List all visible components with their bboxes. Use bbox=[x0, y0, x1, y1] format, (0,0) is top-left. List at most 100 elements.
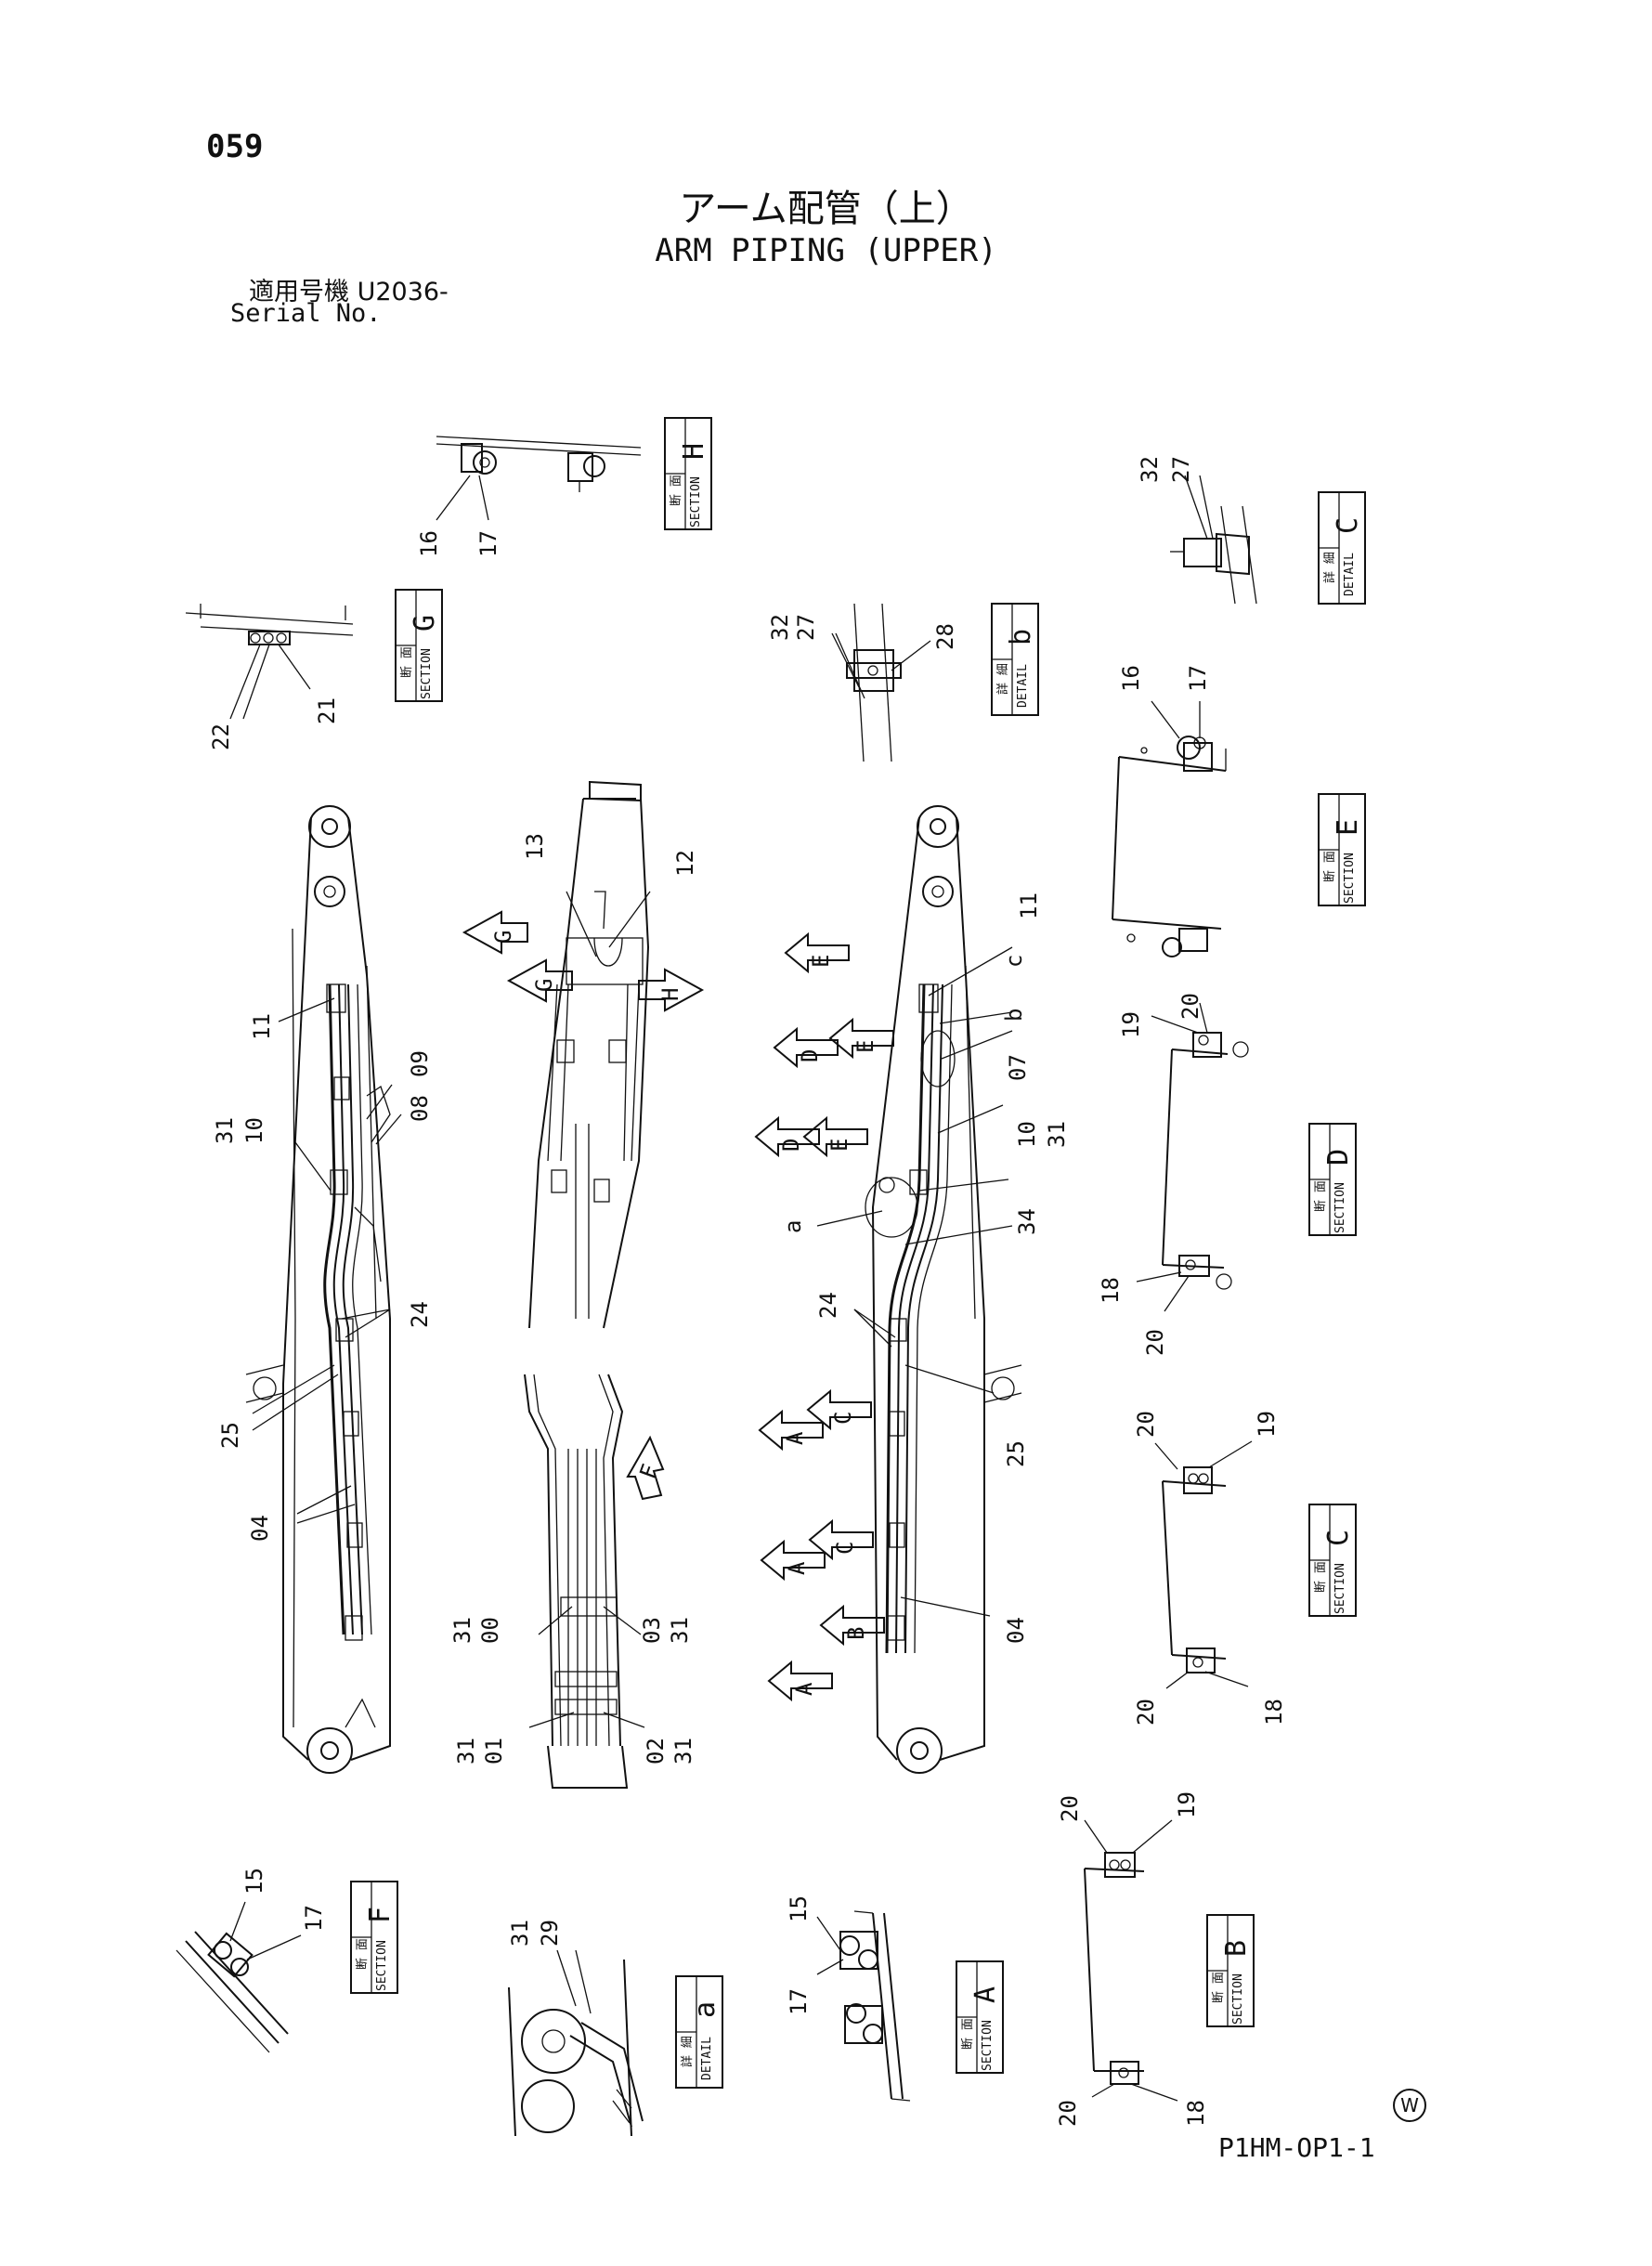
svg-text:B: B bbox=[843, 1627, 869, 1640]
page-number: 059 bbox=[206, 128, 264, 165]
svg-text:詳 細: 詳 細 bbox=[1322, 552, 1337, 583]
w-mark: W bbox=[1393, 2089, 1426, 2122]
left-arm-part-7: 25 bbox=[217, 1422, 243, 1449]
section-e-part-2: 17 bbox=[1185, 665, 1211, 692]
center-arm-part-3: 31 bbox=[449, 1617, 475, 1644]
svg-text:SECTION: SECTION bbox=[1333, 1182, 1347, 1233]
section-c-label-box: 断 面 SECTION C bbox=[1308, 1504, 1357, 1617]
center-arm-part-1: 13 bbox=[522, 833, 548, 860]
right-arrow-e-upper: E bbox=[828, 1017, 894, 1060]
left-arm-part-4: 31 bbox=[212, 1117, 238, 1144]
svg-text:断 面: 断 面 bbox=[356, 1938, 370, 1970]
section-h-part-2: 17 bbox=[475, 530, 501, 557]
right-arm-part-3: b bbox=[1001, 1009, 1027, 1022]
section-d-part-1: 19 bbox=[1118, 1011, 1144, 1038]
section-d-part-2: 20 bbox=[1177, 993, 1203, 1020]
section-d-view: 19 20 18 20 断 面 SECTION D bbox=[1098, 993, 1357, 1356]
center-arm-part-9: 02 bbox=[643, 1738, 669, 1765]
right-arm-part-2: c bbox=[1001, 955, 1027, 968]
svg-text:DETAIL: DETAIL bbox=[700, 2037, 714, 2080]
svg-text:C: C bbox=[832, 1542, 858, 1555]
svg-text:SECTION: SECTION bbox=[375, 1940, 389, 1991]
section-a-view: 15 17 断 面 SECTION A bbox=[786, 1895, 1004, 2102]
center-arm-part-2: 12 bbox=[672, 850, 698, 877]
left-arm-part-5: 10 bbox=[241, 1117, 267, 1144]
svg-text:詳 細: 詳 細 bbox=[995, 663, 1010, 695]
left-arm-part-3: 08 bbox=[407, 1095, 433, 1122]
svg-text:断 面: 断 面 bbox=[1212, 1972, 1226, 2003]
svg-text:D: D bbox=[1322, 1149, 1355, 1166]
left-arm-part-6: 24 bbox=[407, 1301, 433, 1328]
section-e-label-box: 断 面 SECTION E bbox=[1318, 793, 1366, 906]
right-arrow-e-top: E bbox=[784, 931, 850, 974]
section-c-part-1: 20 bbox=[1133, 1411, 1159, 1438]
right-arm-part-6: 31 bbox=[1044, 1121, 1070, 1148]
right-arrow-a-lower: A bbox=[767, 1660, 833, 1702]
section-b-label-box: 断 面 SECTION B bbox=[1206, 1914, 1255, 2027]
section-a-label-box: 断 面 SECTION A bbox=[956, 1960, 1004, 2074]
svg-text:断 面: 断 面 bbox=[670, 475, 683, 506]
drawing-code: P1HM-OP1-1 bbox=[1218, 2132, 1375, 2163]
section-c-part-2: 19 bbox=[1254, 1411, 1280, 1438]
svg-text:SECTION: SECTION bbox=[1343, 853, 1357, 904]
center-arm-part-10: 31 bbox=[670, 1738, 696, 1765]
section-f-part-1: 15 bbox=[241, 1868, 267, 1895]
detail-c-part-2: 27 bbox=[1168, 456, 1194, 483]
right-arm-view: E D E D E A C A bbox=[754, 805, 1070, 1774]
section-c-part-3: 20 bbox=[1133, 1699, 1159, 1726]
right-arm-part-5: 10 bbox=[1014, 1121, 1040, 1148]
detail-b-label-box: 詳 細 DETAIL b bbox=[991, 603, 1039, 716]
section-b-part-1: 20 bbox=[1057, 1795, 1083, 1822]
detail-c-part-1: 32 bbox=[1137, 456, 1163, 483]
section-g-view: 22 21 断 面 SECTION G bbox=[185, 589, 443, 750]
right-arrow-c-upper: C bbox=[806, 1388, 872, 1431]
center-arrow-g-lower: G bbox=[506, 958, 573, 1003]
svg-text:B: B bbox=[1220, 1940, 1253, 1957]
section-g-part-1: 22 bbox=[208, 723, 234, 750]
svg-text:D: D bbox=[778, 1139, 804, 1152]
section-h-label-box: 断 面 SECTION H bbox=[664, 417, 712, 530]
section-c-view: 20 19 20 18 断 面 SECTION C bbox=[1133, 1411, 1357, 1726]
svg-text:b: b bbox=[1005, 629, 1037, 645]
section-d-part-4: 20 bbox=[1142, 1329, 1168, 1356]
svg-text:F: F bbox=[364, 1907, 397, 1923]
svg-text:C: C bbox=[1322, 1530, 1355, 1546]
svg-text:G: G bbox=[490, 931, 516, 944]
center-arm-part-7: 31 bbox=[453, 1738, 479, 1765]
svg-text:E: E bbox=[852, 1040, 878, 1053]
right-arrow-d-lower: D bbox=[754, 1115, 820, 1158]
right-arm-part-7: a bbox=[780, 1220, 806, 1233]
right-arm-part-11: 04 bbox=[1003, 1617, 1029, 1644]
svg-text:C: C bbox=[830, 1412, 856, 1425]
section-b-view: 20 19 20 18 断 面 SECTION B bbox=[1055, 1791, 1255, 2127]
svg-text:SECTION: SECTION bbox=[1231, 1973, 1245, 2025]
detail-a-part-1: 31 bbox=[507, 1920, 533, 1947]
section-b-part-4: 18 bbox=[1183, 2100, 1209, 2127]
right-arrow-a-mid: A bbox=[760, 1539, 826, 1582]
section-e-part-1: 16 bbox=[1118, 665, 1144, 692]
section-a-part-1: 15 bbox=[786, 1895, 812, 1922]
right-arrow-a-upper: A bbox=[758, 1409, 824, 1452]
section-f-view: 15 17 断 面 SECTION F bbox=[176, 1868, 398, 2053]
detail-c-view: 32 27 詳 細 DETAIL C bbox=[1137, 456, 1366, 605]
section-b-part-3: 20 bbox=[1055, 2100, 1081, 2127]
svg-text:G: G bbox=[409, 615, 441, 632]
right-arrow-d-upper: D bbox=[773, 1026, 839, 1069]
section-h-part-1: 16 bbox=[416, 530, 442, 557]
section-d-part-3: 18 bbox=[1098, 1277, 1124, 1304]
left-arm-part-1: 11 bbox=[249, 1013, 275, 1040]
title-english: ARM PIPING (UPPER) bbox=[655, 232, 997, 269]
svg-text:G: G bbox=[531, 979, 557, 992]
right-arrow-e-lower: E bbox=[802, 1115, 868, 1158]
section-d-label-box: 断 面 SECTION D bbox=[1308, 1123, 1357, 1236]
svg-text:H: H bbox=[678, 443, 710, 460]
right-arm-part-10: 25 bbox=[1003, 1440, 1029, 1467]
title-japanese: アーム配管（上） bbox=[679, 188, 973, 230]
svg-text:A: A bbox=[784, 1561, 810, 1575]
right-arrow-b: B bbox=[819, 1604, 885, 1647]
detail-b-part-1: 32 bbox=[767, 614, 793, 641]
right-arm-part-1: 11 bbox=[1016, 892, 1042, 919]
right-arm-part-4: 07 bbox=[1005, 1054, 1031, 1081]
detail-a-view: 31 29 詳 細 DETAIL a bbox=[507, 1920, 723, 2137]
